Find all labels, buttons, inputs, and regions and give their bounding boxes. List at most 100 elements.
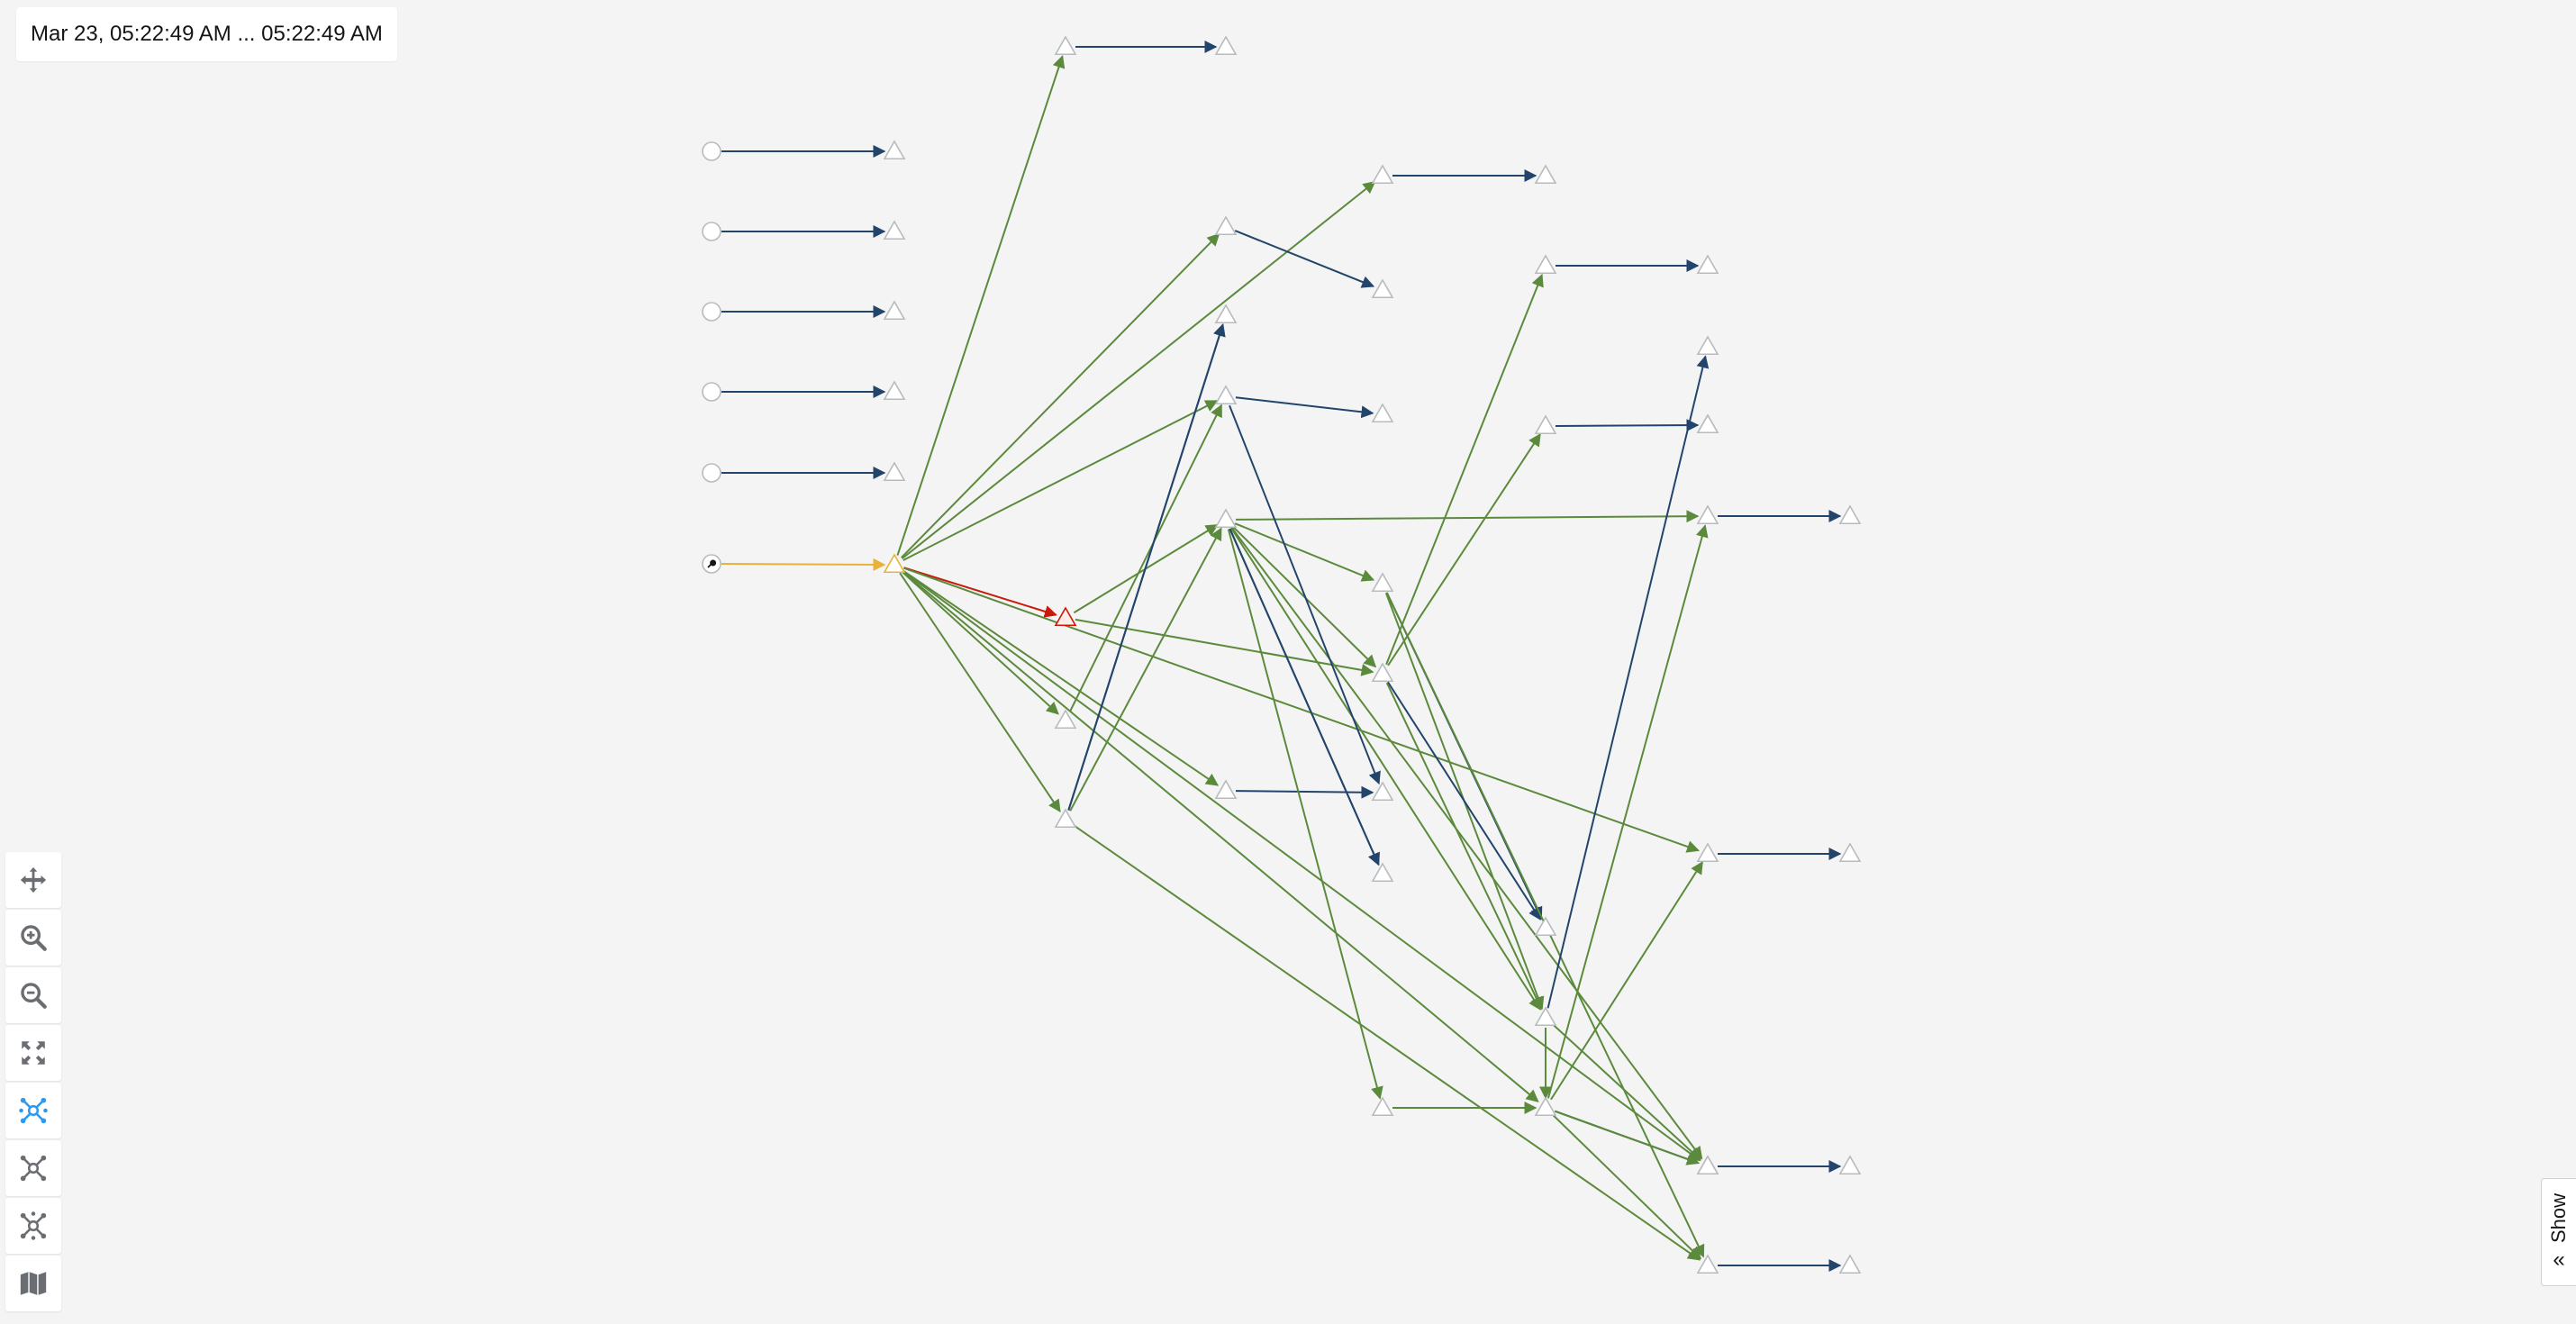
graph-edge[interactable] xyxy=(1555,1110,1700,1165)
graph-edge[interactable] xyxy=(902,569,1701,1162)
service-node[interactable] xyxy=(702,222,721,241)
workload-node[interactable] xyxy=(883,461,906,482)
workload-node[interactable] xyxy=(1534,1096,1557,1117)
zoom-out-icon xyxy=(21,983,47,1009)
graph-edge[interactable] xyxy=(903,567,1700,853)
service-node[interactable] xyxy=(702,141,721,161)
graph-layout-icon xyxy=(20,1155,47,1182)
graph-edge[interactable] xyxy=(1235,396,1374,419)
graph-edge[interactable] xyxy=(1385,682,1543,1011)
layout-default-button[interactable] xyxy=(5,1083,61,1138)
service-node[interactable] xyxy=(702,554,721,574)
workload-node[interactable] xyxy=(1214,304,1238,324)
time-range-display: Mar 23, 05:22:49 AM ... 05:22:49 AM xyxy=(16,7,397,61)
workload-node[interactable] xyxy=(1214,779,1238,800)
service-node[interactable] xyxy=(702,302,721,322)
graph-edge[interactable] xyxy=(1234,230,1375,288)
workload-node[interactable] xyxy=(883,140,906,160)
show-side-panel-tab[interactable]: Show « xyxy=(2541,1178,2576,1286)
graph-edge[interactable] xyxy=(903,567,1057,618)
workload-node[interactable] xyxy=(1696,842,1719,863)
graph-edge[interactable] xyxy=(1547,355,1710,1009)
workload-node[interactable] xyxy=(1214,385,1238,405)
graph-edge[interactable] xyxy=(901,180,1376,559)
workload-node[interactable] xyxy=(1214,215,1238,236)
workload-node[interactable] xyxy=(883,553,906,574)
workload-node[interactable] xyxy=(1371,403,1394,423)
graph-edge[interactable] xyxy=(1235,510,1700,523)
workload-node[interactable] xyxy=(1371,1096,1394,1117)
workload-node[interactable] xyxy=(1534,164,1557,185)
graph-edge[interactable] xyxy=(1068,404,1223,712)
fit-to-screen-button[interactable] xyxy=(5,1025,61,1081)
service-node[interactable] xyxy=(702,463,721,483)
layout-two-button[interactable] xyxy=(5,1198,61,1254)
graph-edge[interactable] xyxy=(903,400,1219,561)
graph-edge[interactable] xyxy=(1387,681,1541,920)
graph-edge[interactable] xyxy=(1069,527,1222,812)
graph-edge[interactable] xyxy=(721,558,886,571)
graph-edge[interactable] xyxy=(901,570,1059,715)
workload-node[interactable] xyxy=(883,220,906,240)
graph-edge[interactable] xyxy=(1073,824,1701,1261)
workload-node[interactable] xyxy=(1534,254,1557,275)
workload-node[interactable] xyxy=(883,300,906,321)
workload-node[interactable] xyxy=(1838,1155,1862,1175)
workload-node[interactable] xyxy=(1696,254,1719,275)
graph-edge[interactable] xyxy=(1550,861,1703,1101)
graph-edge[interactable] xyxy=(896,55,1066,556)
graph-edge[interactable] xyxy=(901,570,1539,1102)
workload-node[interactable] xyxy=(1054,709,1077,730)
graph-edge[interactable] xyxy=(1235,785,1374,799)
workload-node[interactable] xyxy=(1054,606,1077,627)
graph-edge[interactable] xyxy=(1227,529,1383,1100)
graph-edge[interactable] xyxy=(1067,323,1226,811)
graph-edge[interactable] xyxy=(1230,527,1541,1011)
workload-node[interactable] xyxy=(1054,808,1077,829)
workload-node[interactable] xyxy=(1696,504,1719,525)
workload-node[interactable] xyxy=(1696,413,1719,434)
workload-node[interactable] xyxy=(1371,781,1394,802)
workload-node[interactable] xyxy=(1838,842,1862,863)
workload-node[interactable] xyxy=(1696,1254,1719,1274)
workload-node[interactable] xyxy=(1838,1254,1862,1274)
zoom-out-button[interactable] xyxy=(5,967,61,1023)
key-icon xyxy=(707,559,717,568)
graph-edge[interactable] xyxy=(1547,524,1709,1099)
workload-node[interactable] xyxy=(1696,1155,1719,1175)
graph-edge[interactable] xyxy=(1229,404,1381,785)
graph-edge[interactable] xyxy=(900,232,1220,558)
workload-node[interactable] xyxy=(1534,916,1557,937)
workload-node[interactable] xyxy=(1371,572,1394,593)
workload-node[interactable] xyxy=(1696,335,1719,356)
graph-edge[interactable] xyxy=(1385,273,1544,666)
graph-edge[interactable] xyxy=(902,569,1220,786)
graph-edge[interactable] xyxy=(1234,522,1375,582)
graph-edge[interactable] xyxy=(1552,1023,1701,1161)
workload-node[interactable] xyxy=(1214,35,1238,56)
workload-node[interactable] xyxy=(1371,662,1394,683)
graph-layout-icon xyxy=(19,1097,48,1124)
graph-edge[interactable] xyxy=(899,572,1061,813)
workload-node[interactable] xyxy=(1371,164,1394,185)
workload-node[interactable] xyxy=(1371,278,1394,299)
workload-node[interactable] xyxy=(1838,504,1862,525)
pan-tool-button[interactable] xyxy=(5,852,61,908)
workload-node[interactable] xyxy=(1371,862,1394,883)
workload-node[interactable] xyxy=(1534,414,1557,435)
workload-node[interactable] xyxy=(1534,1006,1557,1027)
graph-edge[interactable] xyxy=(1387,433,1541,667)
workload-node[interactable] xyxy=(1054,35,1077,56)
workload-node[interactable] xyxy=(1214,508,1238,529)
layout-one-button[interactable] xyxy=(5,1140,61,1196)
workload-node[interactable] xyxy=(883,380,906,401)
graph-edge[interactable] xyxy=(1552,1113,1702,1260)
legend-button[interactable] xyxy=(5,1256,61,1311)
graph-edge[interactable] xyxy=(1075,618,1374,676)
graph-edge[interactable] xyxy=(1229,528,1380,866)
graph-edge[interactable] xyxy=(1230,527,1703,1160)
graph-edge[interactable] xyxy=(1555,419,1700,432)
service-node[interactable] xyxy=(702,382,721,402)
zoom-in-button[interactable] xyxy=(5,910,61,966)
